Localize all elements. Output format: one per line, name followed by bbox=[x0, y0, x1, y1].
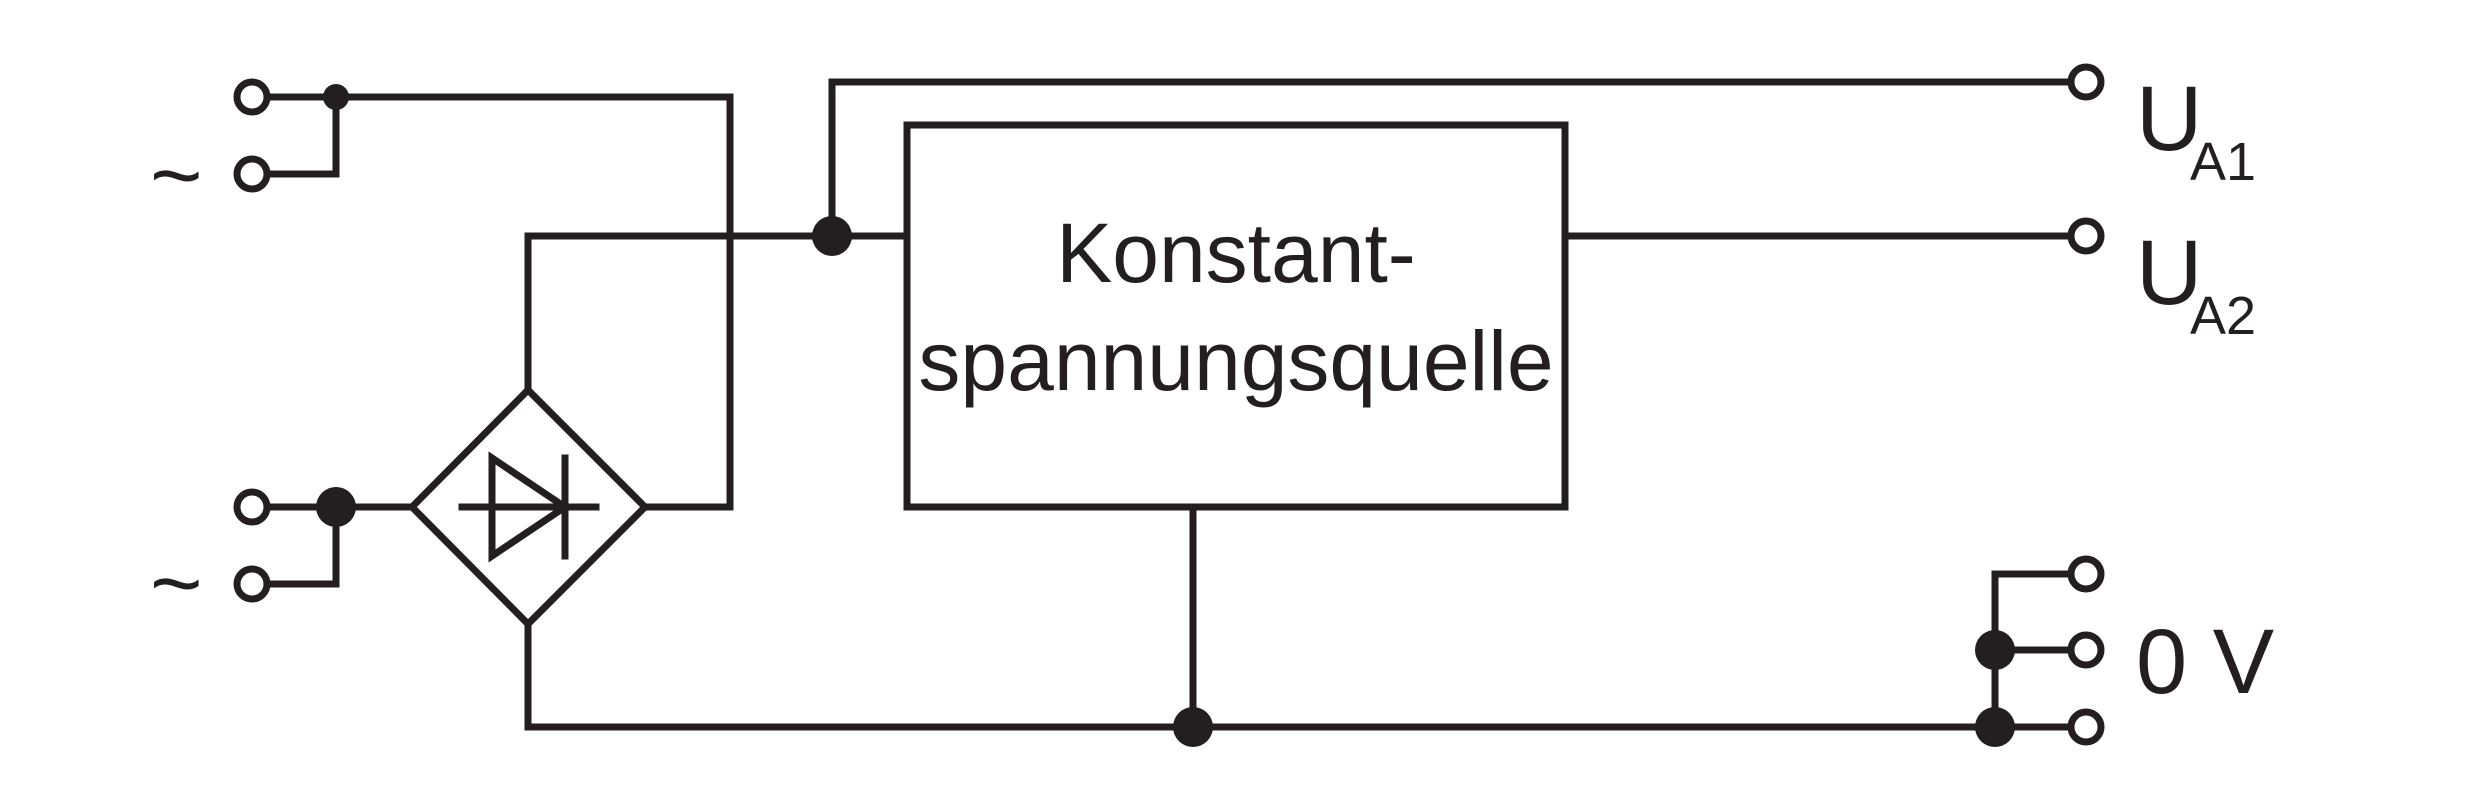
junction-0v-mid bbox=[1975, 630, 2015, 670]
ua1-label: U bbox=[2136, 68, 2202, 170]
diode-triangle-icon bbox=[488, 451, 572, 563]
junction-positive bbox=[812, 216, 852, 256]
ac-symbol-bottom: ~ bbox=[150, 534, 203, 634]
terminal-ac-bottom-1[interactable] bbox=[233, 488, 271, 526]
output-terminals: U A1 U A2 bbox=[2067, 63, 2256, 346]
terminal-0v-1[interactable] bbox=[2067, 555, 2105, 593]
terminal-ua2[interactable] bbox=[2067, 217, 2105, 255]
wire-rectifier-minus bbox=[524, 620, 1999, 731]
ua2-main: U bbox=[2136, 222, 2202, 324]
junction-box-ground bbox=[1173, 707, 1213, 747]
wire-rectifier-plus bbox=[524, 232, 836, 394]
box-label-line2: spannungsquelle bbox=[918, 314, 1553, 408]
ua1-subscript: A1 bbox=[2190, 132, 2256, 192]
bridge-rectifier bbox=[407, 232, 1999, 731]
wire-ac-top-1 bbox=[254, 93, 734, 511]
ua2-subscript: A2 bbox=[2190, 286, 2256, 346]
constant-voltage-source: Konstant- spannungsquelle bbox=[903, 121, 2070, 747]
terminal-ua1[interactable] bbox=[2067, 63, 2105, 101]
positive-rail bbox=[812, 78, 2070, 256]
ac-input-bottom: ~ bbox=[150, 487, 416, 634]
wire-ac-bottom-2 bbox=[254, 503, 340, 588]
wire-ua1 bbox=[828, 78, 2070, 240]
box-label-line1: Konstant- bbox=[1056, 206, 1416, 300]
terminal-ac-bottom-2[interactable] bbox=[233, 565, 271, 603]
source-box bbox=[903, 121, 1569, 511]
terminal-0v-2[interactable] bbox=[2067, 631, 2105, 669]
terminal-ac-top-2[interactable] bbox=[233, 155, 271, 193]
junction-0v-bottom bbox=[1975, 707, 2015, 747]
terminal-ac-top-1[interactable] bbox=[233, 78, 271, 116]
wire-0v-top bbox=[1991, 570, 2070, 731]
terminal-0v-3[interactable] bbox=[2067, 708, 2105, 746]
ac-symbol-top: ~ bbox=[150, 126, 203, 226]
wire-ac-top-2 bbox=[254, 93, 340, 178]
ac-input-top: ~ bbox=[150, 78, 734, 511]
junction-ac-top bbox=[323, 84, 349, 110]
ua1-main: U bbox=[2136, 68, 2202, 170]
zero-volt-label: 0 V bbox=[2136, 611, 2274, 713]
junction-ac-bottom bbox=[316, 487, 356, 527]
ground-block: 0 V bbox=[1975, 555, 2274, 747]
ua2-label: U bbox=[2136, 222, 2202, 324]
